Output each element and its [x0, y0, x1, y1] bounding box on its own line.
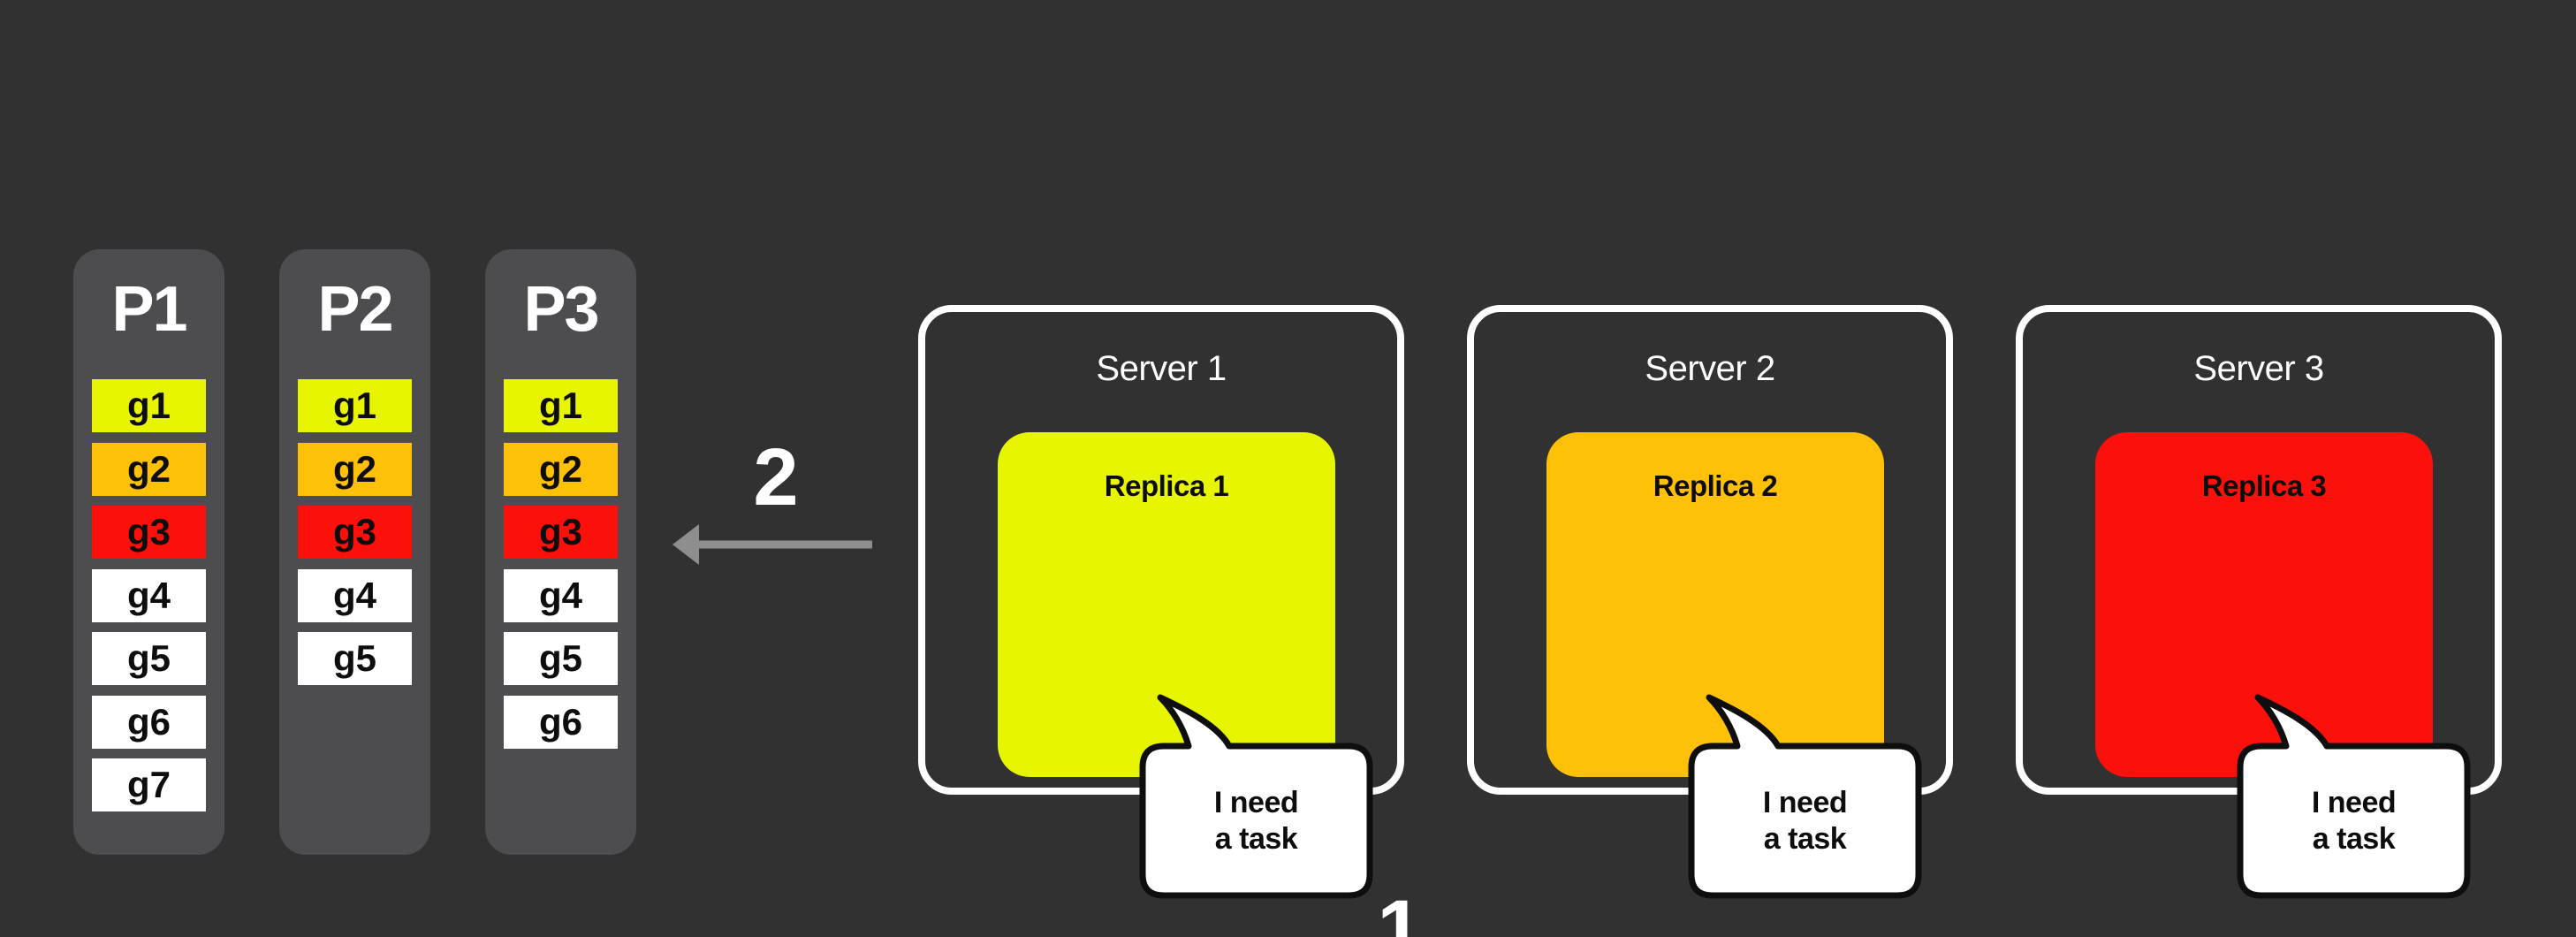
task-cell: g5 — [504, 632, 618, 685]
replica-label: Replica 1 — [1104, 469, 1229, 502]
partition-p1: P1 g1 g2 g3 g4 g5 g6 g7 — [73, 249, 224, 855]
speech-bubble — [1139, 694, 1373, 899]
partition-title: P3 — [523, 274, 599, 345]
task-cell: g2 — [92, 442, 206, 496]
task-cell: g3 — [504, 506, 618, 559]
task-cell: g3 — [298, 506, 412, 559]
replica-label: Replica 2 — [1653, 469, 1778, 502]
replica-1-box: Replica 1 — [998, 432, 1335, 777]
speech-bubble-text: I need a task — [1762, 785, 1848, 856]
speech-bubble — [1688, 694, 1922, 899]
task-cell: g6 — [504, 695, 618, 749]
step-2-label: 2 — [753, 432, 799, 522]
task-list: g1 g2 g3 g4 g5 g6 g7 — [92, 379, 206, 822]
server-2-box: Server 2 Replica 2 I need a task — [1467, 305, 1953, 899]
speech-bubble — [2237, 694, 2471, 899]
server-title: Server 2 — [1645, 349, 1775, 388]
task-cell: g4 — [92, 568, 206, 622]
partition-p3: P3 g1 g2 g3 g4 g5 g6 — [485, 249, 636, 855]
task-cell: g1 — [504, 379, 618, 432]
server-3-box: Server 3 Replica 3 I need a task — [2016, 305, 2502, 899]
partition-p2: P2 g1 g2 g3 g4 g5 — [279, 249, 430, 855]
task-cell: g5 — [298, 632, 412, 685]
task-cell: g6 — [92, 695, 206, 749]
task-cell: g4 — [298, 568, 412, 622]
task-cell: g2 — [504, 442, 618, 496]
task-list: g1 g2 g3 g4 g5 g6 — [504, 379, 618, 758]
replica-2-box: Replica 2 — [1546, 432, 1884, 777]
task-cell: g4 — [504, 568, 618, 622]
task-cell: g1 — [92, 379, 206, 432]
speech-bubble-text: I need a task — [1213, 785, 1299, 856]
speech-bubble-text: I need a task — [2311, 785, 2397, 856]
replica-3-box: Replica 3 — [2095, 432, 2433, 777]
partition-title: P2 — [317, 274, 393, 345]
server-title: Server 3 — [2193, 349, 2324, 388]
server-1-box: Server 1 Replica 1 I need a task — [918, 305, 1404, 899]
step-1-label: 1 — [1377, 884, 1423, 937]
server-title: Server 1 — [1096, 349, 1227, 388]
task-cell: g7 — [92, 758, 206, 811]
task-cell: g5 — [92, 632, 206, 685]
partition-title: P1 — [111, 274, 187, 345]
task-cell: g3 — [92, 506, 206, 559]
task-cell: g2 — [298, 442, 412, 496]
pull-arrow-icon — [672, 524, 872, 565]
replica-label: Replica 3 — [2201, 469, 2327, 502]
task-cell: g1 — [298, 379, 412, 432]
task-list: g1 g2 g3 g4 g5 — [298, 379, 412, 696]
